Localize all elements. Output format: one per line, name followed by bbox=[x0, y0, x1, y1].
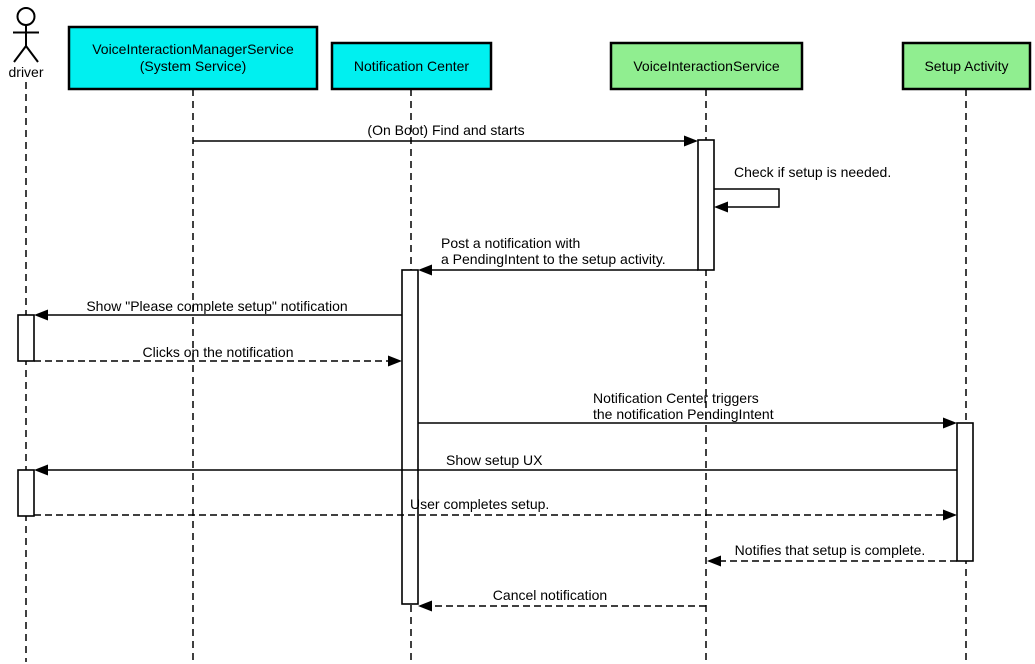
message-arrow-user-completes bbox=[34, 509, 957, 521]
actor-label: driver bbox=[8, 64, 44, 80]
message-label-cancel-notification: Cancel notification bbox=[492, 587, 608, 603]
manager-service-label-line1: VoiceInteractionManagerService bbox=[92, 41, 294, 57]
voice-interaction-service-box bbox=[609, 41, 804, 91]
message-label-clicks-notification: Clicks on the notification bbox=[142, 344, 294, 360]
notification-center-activation bbox=[401, 269, 419, 605]
message-arrow-cancel-notification bbox=[418, 600, 706, 612]
setup-activity-activation bbox=[956, 422, 974, 562]
message-arrow-check-setup bbox=[714, 188, 780, 213]
message-arrow-notifies-complete bbox=[707, 555, 957, 567]
message-label-post-notification-line2: a PendingIntent to the setup activity. bbox=[441, 251, 666, 267]
setup-activity-label: Setup Activity bbox=[924, 57, 1009, 74]
message-arrow-trigger-pendingintent bbox=[418, 417, 957, 429]
message-label-post-notification-line1: Post a notification with bbox=[441, 235, 581, 251]
message-arrow-show-notification bbox=[34, 309, 402, 321]
message-label-trigger-line2: the notification PendingIntent bbox=[593, 406, 774, 422]
message-arrow-post-notification bbox=[418, 264, 698, 276]
driver-activation-2 bbox=[17, 469, 35, 517]
message-label-show-notification: Show "Please complete setup" notificatio… bbox=[86, 298, 348, 314]
message-label-user-completes: User completes setup. bbox=[410, 496, 550, 512]
manager-service-label: VoiceInteractionManagerService (System S… bbox=[69, 27, 317, 89]
notification-center-label: Notification Center bbox=[353, 57, 470, 74]
message-label-trigger-pendingintent: Notification Center triggers the notific… bbox=[593, 390, 774, 422]
voice-interaction-service-activation bbox=[697, 139, 715, 271]
message-arrow-clicks-notification bbox=[34, 355, 402, 367]
message-label-check-setup: Check if setup is needed. bbox=[734, 164, 892, 180]
message-label-post-notification: Post a notification with a PendingIntent… bbox=[441, 235, 666, 267]
message-arrow-on-boot bbox=[193, 135, 698, 147]
driver-activation-1 bbox=[17, 314, 35, 362]
setup-activity-box bbox=[901, 41, 1032, 91]
voice-interaction-service-label: VoiceInteractionService bbox=[633, 57, 780, 74]
manager-service-box bbox=[67, 25, 319, 91]
message-label-show-setup-ux: Show setup UX bbox=[446, 452, 543, 468]
message-label-notifies-complete: Notifies that setup is complete. bbox=[734, 542, 926, 558]
actor-icon bbox=[13, 7, 39, 63]
manager-service-label-line2: (System Service) bbox=[139, 58, 247, 74]
message-label-on-boot: (On Boot) Find and starts bbox=[367, 122, 525, 138]
notification-center-box bbox=[330, 41, 493, 91]
message-arrow-show-setup-ux bbox=[34, 464, 957, 476]
message-label-trigger-line1: Notification Center triggers bbox=[593, 390, 759, 406]
